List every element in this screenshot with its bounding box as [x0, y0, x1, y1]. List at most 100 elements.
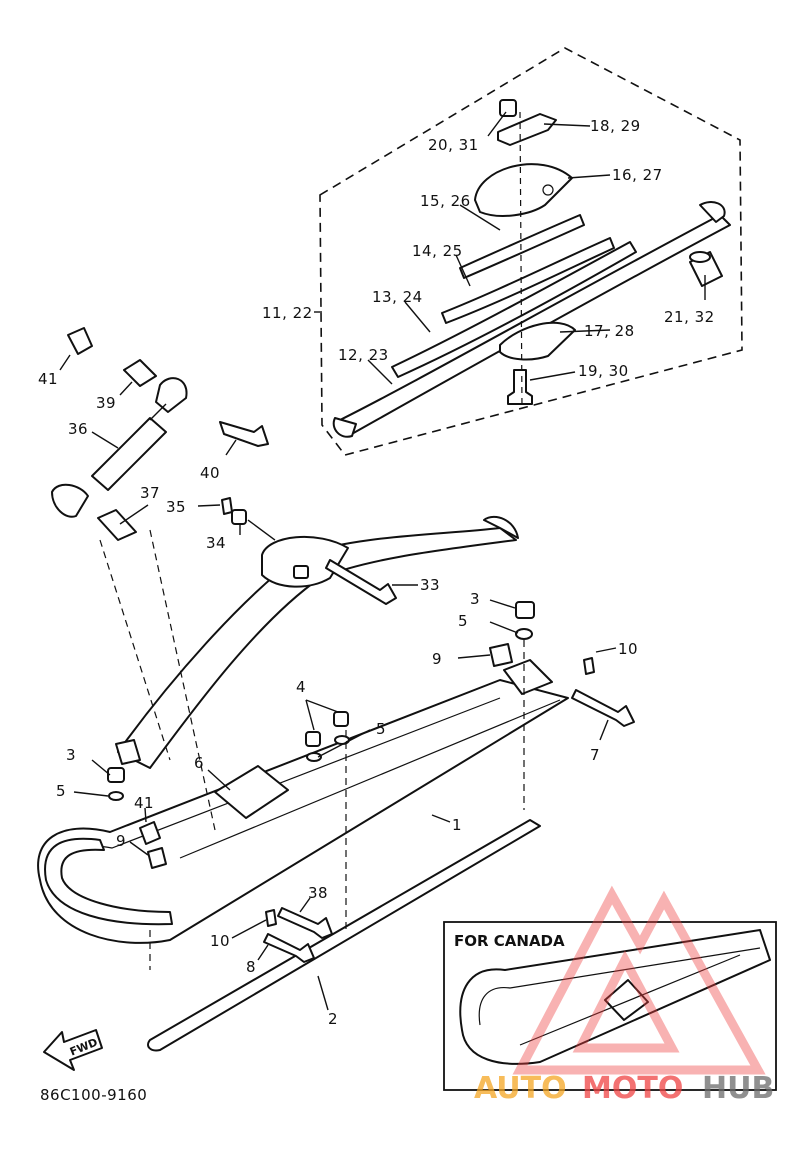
lower-seat-17-28: [499, 321, 576, 361]
spring-arm-front-pad: [115, 739, 141, 765]
callout-4: 4: [296, 678, 306, 696]
callout-20-31: 20, 31: [428, 136, 479, 154]
leaf-spring-15-26: [459, 214, 585, 279]
watermark-text-auto: AUTO: [474, 1071, 567, 1106]
callout-9-right: 9: [432, 650, 442, 668]
callout-6: 6: [194, 754, 204, 772]
fwd-arrow-icon: [43, 1029, 103, 1071]
diagram-code: 86C100-9160: [40, 1086, 147, 1104]
callout-15-26: 15, 26: [420, 192, 471, 210]
screw-10-right: [583, 657, 595, 675]
ski-1: [37, 679, 569, 944]
nut-4-right: [333, 711, 349, 727]
callout-13-24: 13, 24: [372, 288, 423, 306]
spring-clamp: [261, 535, 349, 588]
nut-4-left: [305, 731, 321, 747]
callout-34: 34: [206, 534, 226, 552]
bolt-19-30: [507, 369, 533, 405]
callout-36: 36: [68, 420, 88, 438]
callout-2: 2: [328, 1010, 338, 1028]
inset-ski-rib: [519, 954, 741, 1046]
ski-group: [37, 515, 635, 1052]
callout-41-top: 41: [38, 370, 58, 388]
callout-labels: 18, 29 20, 31 16, 27 15, 26 14, 25 13, 2…: [38, 117, 714, 1028]
cap-9-left: [147, 847, 167, 869]
nut-3-right: [515, 601, 535, 619]
nut-3-left: [107, 767, 125, 783]
callout-17-28: 17, 28: [584, 322, 635, 340]
watermark: AUTO MOTO HUB: [474, 885, 774, 1106]
callout-10-left: 10: [210, 932, 230, 950]
clamp-cover-hole: [542, 184, 554, 196]
shock-absorber-36: [91, 417, 167, 491]
bolt-40: [219, 421, 269, 447]
callout-10-right: 10: [618, 640, 638, 658]
callout-38: 38: [308, 884, 328, 902]
callout-33: 33: [420, 576, 440, 594]
wear-bar-2: [147, 819, 541, 1052]
nut-20-31: [499, 99, 517, 117]
shock-group: [51, 327, 269, 541]
assembly-axis: [519, 111, 523, 409]
callout-5-left: 5: [56, 782, 66, 800]
bracket-6: [214, 765, 289, 819]
bolt-33: [325, 559, 397, 605]
callout-12-23: 12, 23: [338, 346, 389, 364]
callout-14-25: 14, 25: [412, 242, 463, 260]
watermark-text-hub: HUB: [702, 1071, 774, 1106]
rear-mount: [503, 659, 553, 695]
callout-9-left: 9: [116, 832, 126, 850]
washer-5-right: [515, 628, 533, 640]
leaf-spring-end-eye-rear: [699, 201, 726, 223]
bolt-38: [277, 907, 333, 939]
screw-35: [221, 497, 233, 515]
cap-41-top: [67, 327, 93, 355]
leader-lines: [59, 111, 706, 1011]
callout-35: 35: [166, 498, 186, 516]
ref-line-2: [149, 529, 216, 831]
clamp-nut: [293, 565, 309, 579]
cap-9-right: [489, 643, 513, 667]
callout-5-right: 5: [458, 612, 468, 630]
canada-inset: FOR CANADA: [443, 921, 777, 1091]
shock-lower-eye: [51, 483, 89, 518]
inset-bracket: [604, 979, 649, 1021]
callout-5-mid: 5: [376, 720, 386, 738]
bushing-end: [689, 251, 711, 263]
screw-10-left: [265, 909, 277, 927]
callout-19-30: 19, 30: [578, 362, 629, 380]
callout-3-right: 3: [470, 590, 480, 608]
callout-7: 7: [590, 746, 600, 764]
clamp-cover-16-27: [474, 163, 573, 217]
shock-rod: [149, 403, 167, 421]
fwd-arrow: FWD: [43, 1029, 103, 1071]
ski-rib: [179, 699, 561, 859]
bolt-7: [571, 689, 635, 727]
callout-11-22: 11, 22: [262, 304, 313, 322]
callout-3-left: 3: [66, 746, 76, 764]
inset-title: FOR CANADA: [454, 932, 565, 950]
bolt-8: [263, 933, 315, 963]
callout-37: 37: [140, 484, 160, 502]
spring-arm-end: [483, 515, 519, 539]
assembly-dashed-boundary: [319, 47, 743, 456]
callout-8: 8: [246, 958, 256, 976]
watermark-text-moto: MOTO: [582, 1071, 683, 1106]
callout-41-ski: 41: [134, 794, 154, 812]
watermark-logo-inner: [572, 950, 680, 1053]
collar-37: [97, 509, 137, 541]
callout-1: 1: [452, 816, 462, 834]
nut-34: [231, 509, 247, 525]
collar-39: [123, 359, 157, 387]
inset-ski-edge: [478, 947, 761, 1026]
plate-18-29: [497, 113, 557, 146]
callout-16-27: 16, 27: [612, 166, 663, 184]
watermark-logo-icon: [512, 885, 766, 1075]
washer-5-left: [108, 791, 124, 801]
callout-39: 39: [96, 394, 116, 412]
leaf-spring-end-eye-front: [332, 417, 357, 438]
ski-front-loop: [44, 837, 173, 926]
leaf-spring-13-24: [391, 241, 637, 378]
ref-line-1: [99, 539, 171, 761]
